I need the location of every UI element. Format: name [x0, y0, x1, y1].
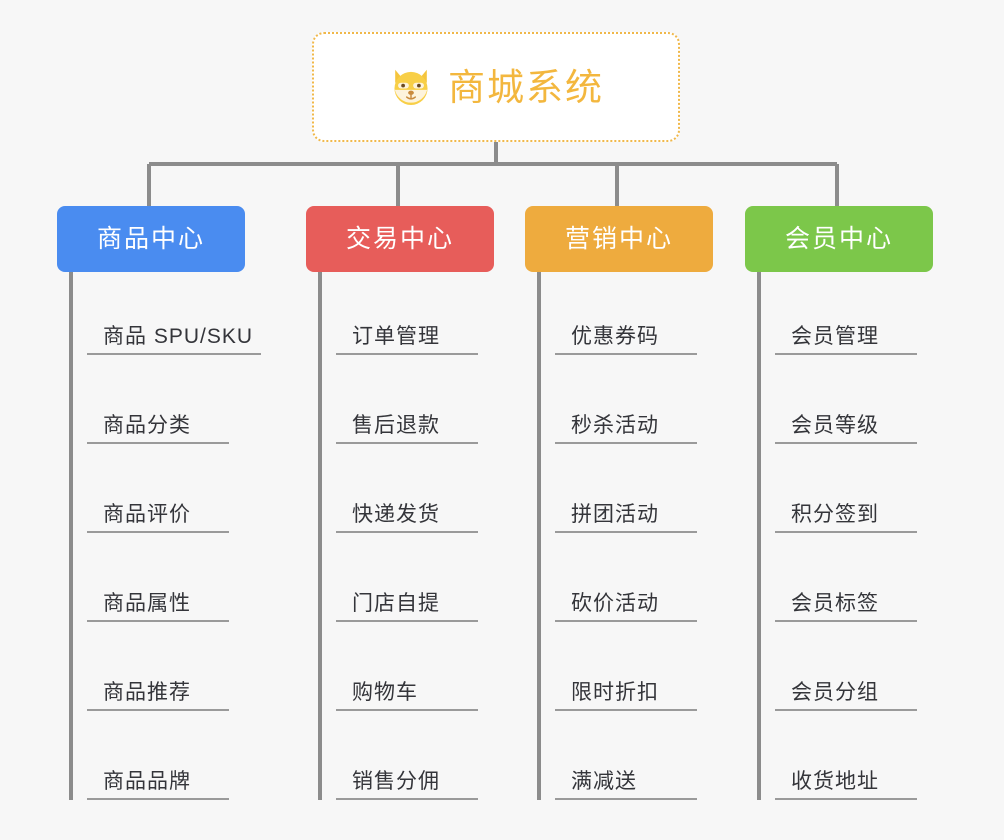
- leaf-item[interactable]: 销售分佣: [320, 717, 550, 806]
- leaf-item[interactable]: 商品评价: [71, 450, 301, 539]
- leaf-item-label: 售后退款: [336, 415, 478, 444]
- leaf-item[interactable]: 商品推荐: [71, 628, 301, 717]
- leaf-item[interactable]: 收货地址: [759, 717, 989, 806]
- leaf-item[interactable]: 积分签到: [759, 450, 989, 539]
- leaf-item[interactable]: 门店自提: [320, 539, 550, 628]
- leaf-item[interactable]: 商品品牌: [71, 717, 301, 806]
- leaf-item[interactable]: 购物车: [320, 628, 550, 717]
- leaf-item-label: 优惠券码: [555, 326, 697, 355]
- leaf-item-label: 商品品牌: [87, 771, 229, 800]
- leaf-item-label: 积分签到: [775, 504, 917, 533]
- leaf-item[interactable]: 订单管理: [320, 272, 550, 361]
- branch-header-label: 交易中心: [345, 224, 454, 253]
- leaf-item[interactable]: 会员管理: [759, 272, 989, 361]
- branch-header-4[interactable]: 会员中心: [745, 206, 933, 272]
- leaf-item[interactable]: 满减送: [539, 717, 769, 806]
- leaf-item[interactable]: 砍价活动: [539, 539, 769, 628]
- leaf-item-label: 限时折扣: [555, 682, 697, 711]
- leaf-item[interactable]: 商品 SPU/SKU: [71, 272, 301, 361]
- leaf-item-label: 收货地址: [775, 771, 917, 800]
- leaf-item-label: 销售分佣: [336, 771, 478, 800]
- leaf-item-label: 商品推荐: [87, 682, 229, 711]
- leaf-item[interactable]: 商品属性: [71, 539, 301, 628]
- leaf-item-label: 会员标签: [775, 593, 917, 622]
- leaf-column-2: 订单管理售后退款快递发货门店自提购物车销售分佣: [320, 272, 550, 806]
- leaf-item-label: 会员管理: [775, 326, 917, 355]
- leaf-item-label: 门店自提: [336, 593, 478, 622]
- root-node-content: 商城系统: [388, 64, 604, 110]
- leaf-item-label: 商品评价: [87, 504, 229, 533]
- leaf-item[interactable]: 优惠券码: [539, 272, 769, 361]
- branch-header-1[interactable]: 商品中心: [57, 206, 245, 272]
- leaf-item[interactable]: 会员分组: [759, 628, 989, 717]
- leaf-item-label: 拼团活动: [555, 504, 697, 533]
- leaf-item-label: 商品 SPU/SKU: [87, 326, 262, 355]
- leaf-item[interactable]: 商品分类: [71, 361, 301, 450]
- leaf-item-label: 快递发货: [336, 504, 478, 533]
- leaf-item-label: 会员等级: [775, 415, 917, 444]
- leaf-item[interactable]: 拼团活动: [539, 450, 769, 539]
- leaf-item[interactable]: 秒杀活动: [539, 361, 769, 450]
- leaf-item-label: 商品属性: [87, 593, 229, 622]
- leaf-column-4: 会员管理会员等级积分签到会员标签会员分组收货地址: [759, 272, 989, 806]
- leaf-item-label: 购物车: [336, 682, 478, 711]
- branch-header-label: 会员中心: [784, 224, 893, 253]
- branch-header-label: 商品中心: [96, 224, 205, 253]
- leaf-column-3: 优惠券码秒杀活动拼团活动砍价活动限时折扣满减送: [539, 272, 769, 806]
- branch-header-2[interactable]: 交易中心: [306, 206, 494, 272]
- leaf-item-label: 商品分类: [87, 415, 229, 444]
- leaf-item[interactable]: 售后退款: [320, 361, 550, 450]
- leaf-item-label: 满减送: [555, 771, 697, 800]
- root-node[interactable]: 商城系统: [312, 32, 680, 142]
- shiba-dog-icon: [394, 69, 428, 105]
- leaf-item[interactable]: 限时折扣: [539, 628, 769, 717]
- leaf-item[interactable]: 快递发货: [320, 450, 550, 539]
- leaf-item-label: 会员分组: [775, 682, 917, 711]
- leaf-column-1: 商品 SPU/SKU 商品分类商品评价商品属性商品推荐商品品牌: [71, 272, 301, 806]
- leaf-item[interactable]: 会员标签: [759, 539, 989, 628]
- leaf-item[interactable]: 会员等级: [759, 361, 989, 450]
- leaf-item-label: 秒杀活动: [555, 415, 697, 444]
- leaf-item-label: 砍价活动: [555, 593, 697, 622]
- branch-header-label: 营销中心: [564, 224, 673, 253]
- branch-header-3[interactable]: 营销中心: [525, 206, 713, 272]
- leaf-item-label: 订单管理: [336, 326, 478, 355]
- root-node-label: 商城系统: [448, 66, 604, 108]
